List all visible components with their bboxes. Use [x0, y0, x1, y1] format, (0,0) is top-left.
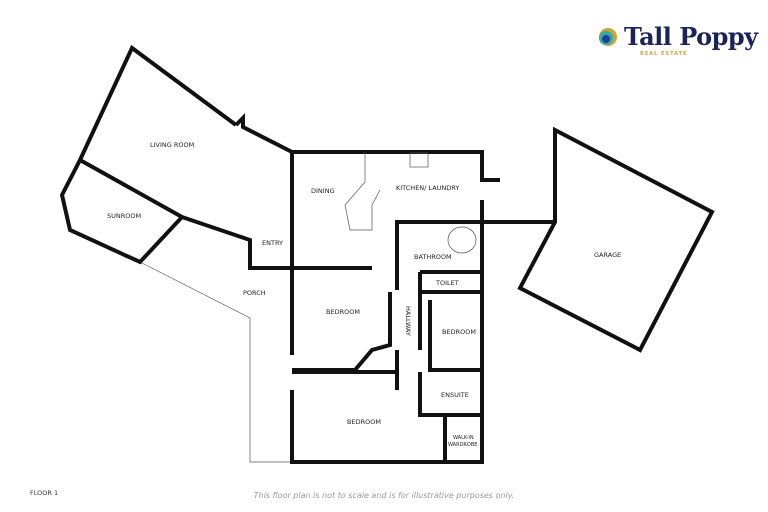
porch-outline — [139, 261, 292, 463]
label-sunroom: SUNROOM — [107, 212, 141, 220]
kitchen-counter — [344, 152, 381, 231]
garage-walls — [517, 126, 715, 353]
bedroom1-right — [292, 292, 392, 372]
logo-mark-core-icon — [602, 35, 610, 43]
stove-icon — [409, 152, 429, 168]
logo-name: Tall Poppy — [624, 22, 758, 51]
ensuite-walls — [418, 372, 482, 417]
bathtub-icon — [447, 226, 477, 254]
label-dining: DINING — [311, 187, 335, 195]
living-room-walls — [59, 44, 292, 270]
main-right-walls — [480, 200, 555, 224]
living-room-top-wall — [234, 113, 293, 154]
east-walls — [290, 222, 484, 464]
label-wardrobe: WARDROBE — [448, 442, 477, 448]
floor-label: FLOOR 1 — [30, 489, 59, 497]
bathroom-walls — [395, 220, 482, 290]
label-bedroom-1: BEDROOM — [326, 308, 360, 316]
logo-tagline: REAL ESTATE — [640, 51, 688, 57]
label-bathroom: BATHROOM — [414, 253, 452, 261]
label-ensuite: ENSUITE — [441, 391, 469, 399]
label-bedroom-2: BEDROOM — [442, 328, 476, 336]
label-porch: PORCH — [243, 289, 266, 297]
label-walk-in: WALK-IN — [453, 435, 474, 441]
label-bedroom-3: BEDROOM — [347, 418, 381, 426]
label-kitchen: KITCHEN/ LAUNDRY — [396, 184, 459, 192]
label-toilet: TOILET — [435, 279, 459, 287]
label-hallway: HALLWAY — [404, 306, 412, 336]
label-entry: ENTRY — [262, 239, 283, 247]
label-garage: GARAGE — [594, 251, 621, 259]
sunroom-divider — [79, 158, 183, 219]
bedroom2-walls — [428, 300, 482, 372]
main-walls — [292, 150, 500, 182]
label-living-room: LIVING ROOM — [150, 141, 194, 149]
disclaimer: This floor plan is not to scale and is f… — [253, 491, 515, 500]
